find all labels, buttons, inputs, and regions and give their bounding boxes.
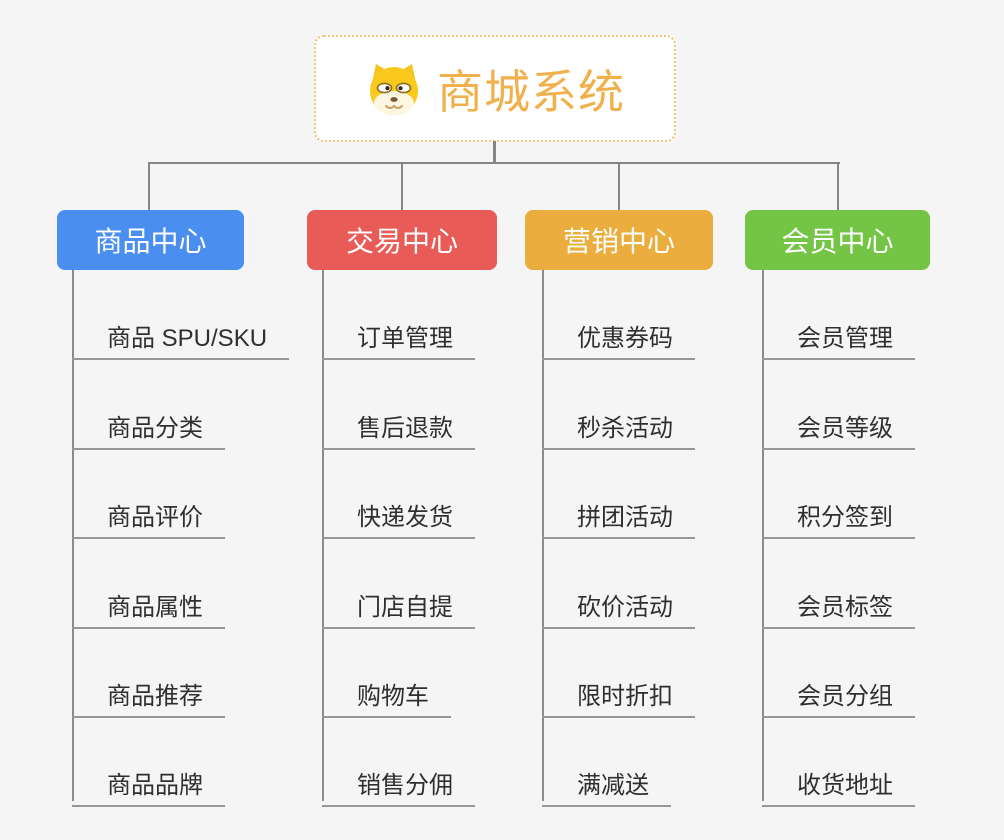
connector-column-line [72, 270, 74, 801]
leaf-node[interactable]: 优惠券码 [542, 305, 695, 360]
connector-drop-marketing [618, 164, 620, 210]
leaf-node[interactable]: 订单管理 [322, 305, 475, 360]
leaf-node[interactable]: 拼团活动 [542, 484, 695, 539]
doge-icon [365, 62, 423, 116]
connector-drop-member [837, 164, 839, 210]
leaf-node[interactable]: 快递发货 [322, 484, 475, 539]
connector-column-line [322, 270, 324, 801]
connector-horizontal [148, 162, 840, 164]
leaf-node[interactable]: 满减送 [542, 752, 671, 807]
branch-node-member-center[interactable]: 会员中心 [745, 210, 930, 270]
leaf-node[interactable]: 秒杀活动 [542, 395, 695, 450]
leaf-node[interactable]: 会员分组 [762, 663, 915, 718]
leaf-node[interactable]: 限时折扣 [542, 663, 695, 718]
root-title: 商城系统 [437, 65, 625, 118]
connector-column-line [542, 270, 544, 801]
connector-drop-product [148, 164, 150, 210]
leaf-node[interactable]: 会员管理 [762, 305, 915, 360]
leaf-node[interactable]: 商品 SPU/SKU [72, 305, 290, 360]
leaf-node[interactable]: 积分签到 [762, 484, 915, 539]
leaf-node[interactable]: 商品分类 [72, 395, 225, 450]
leaf-node[interactable]: 会员等级 [762, 395, 915, 450]
leaf-node[interactable]: 销售分佣 [322, 752, 475, 807]
leaf-node[interactable]: 会员标签 [762, 574, 915, 629]
leaf-node[interactable]: 商品品牌 [72, 752, 225, 807]
connector-column-line [762, 270, 764, 801]
branch-node-trade-center[interactable]: 交易中心 [307, 210, 497, 270]
branch-node-marketing-center[interactable]: 营销中心 [525, 210, 713, 270]
leaf-node[interactable]: 商品推荐 [72, 663, 225, 718]
leaf-node[interactable]: 购物车 [322, 663, 451, 718]
leaf-node[interactable]: 商品评价 [72, 484, 225, 539]
root-node-mall-system[interactable]: 商城系统 [314, 35, 676, 142]
connector-drop-trade [401, 164, 403, 210]
leaf-node[interactable]: 砍价活动 [542, 574, 695, 629]
branch-node-product-center[interactable]: 商品中心 [57, 210, 244, 270]
leaf-node[interactable]: 收货地址 [762, 752, 915, 807]
leaf-node[interactable]: 门店自提 [322, 574, 475, 629]
leaf-node[interactable]: 售后退款 [322, 395, 475, 450]
connector-root-drop [493, 141, 496, 163]
leaf-node[interactable]: 商品属性 [72, 574, 225, 629]
